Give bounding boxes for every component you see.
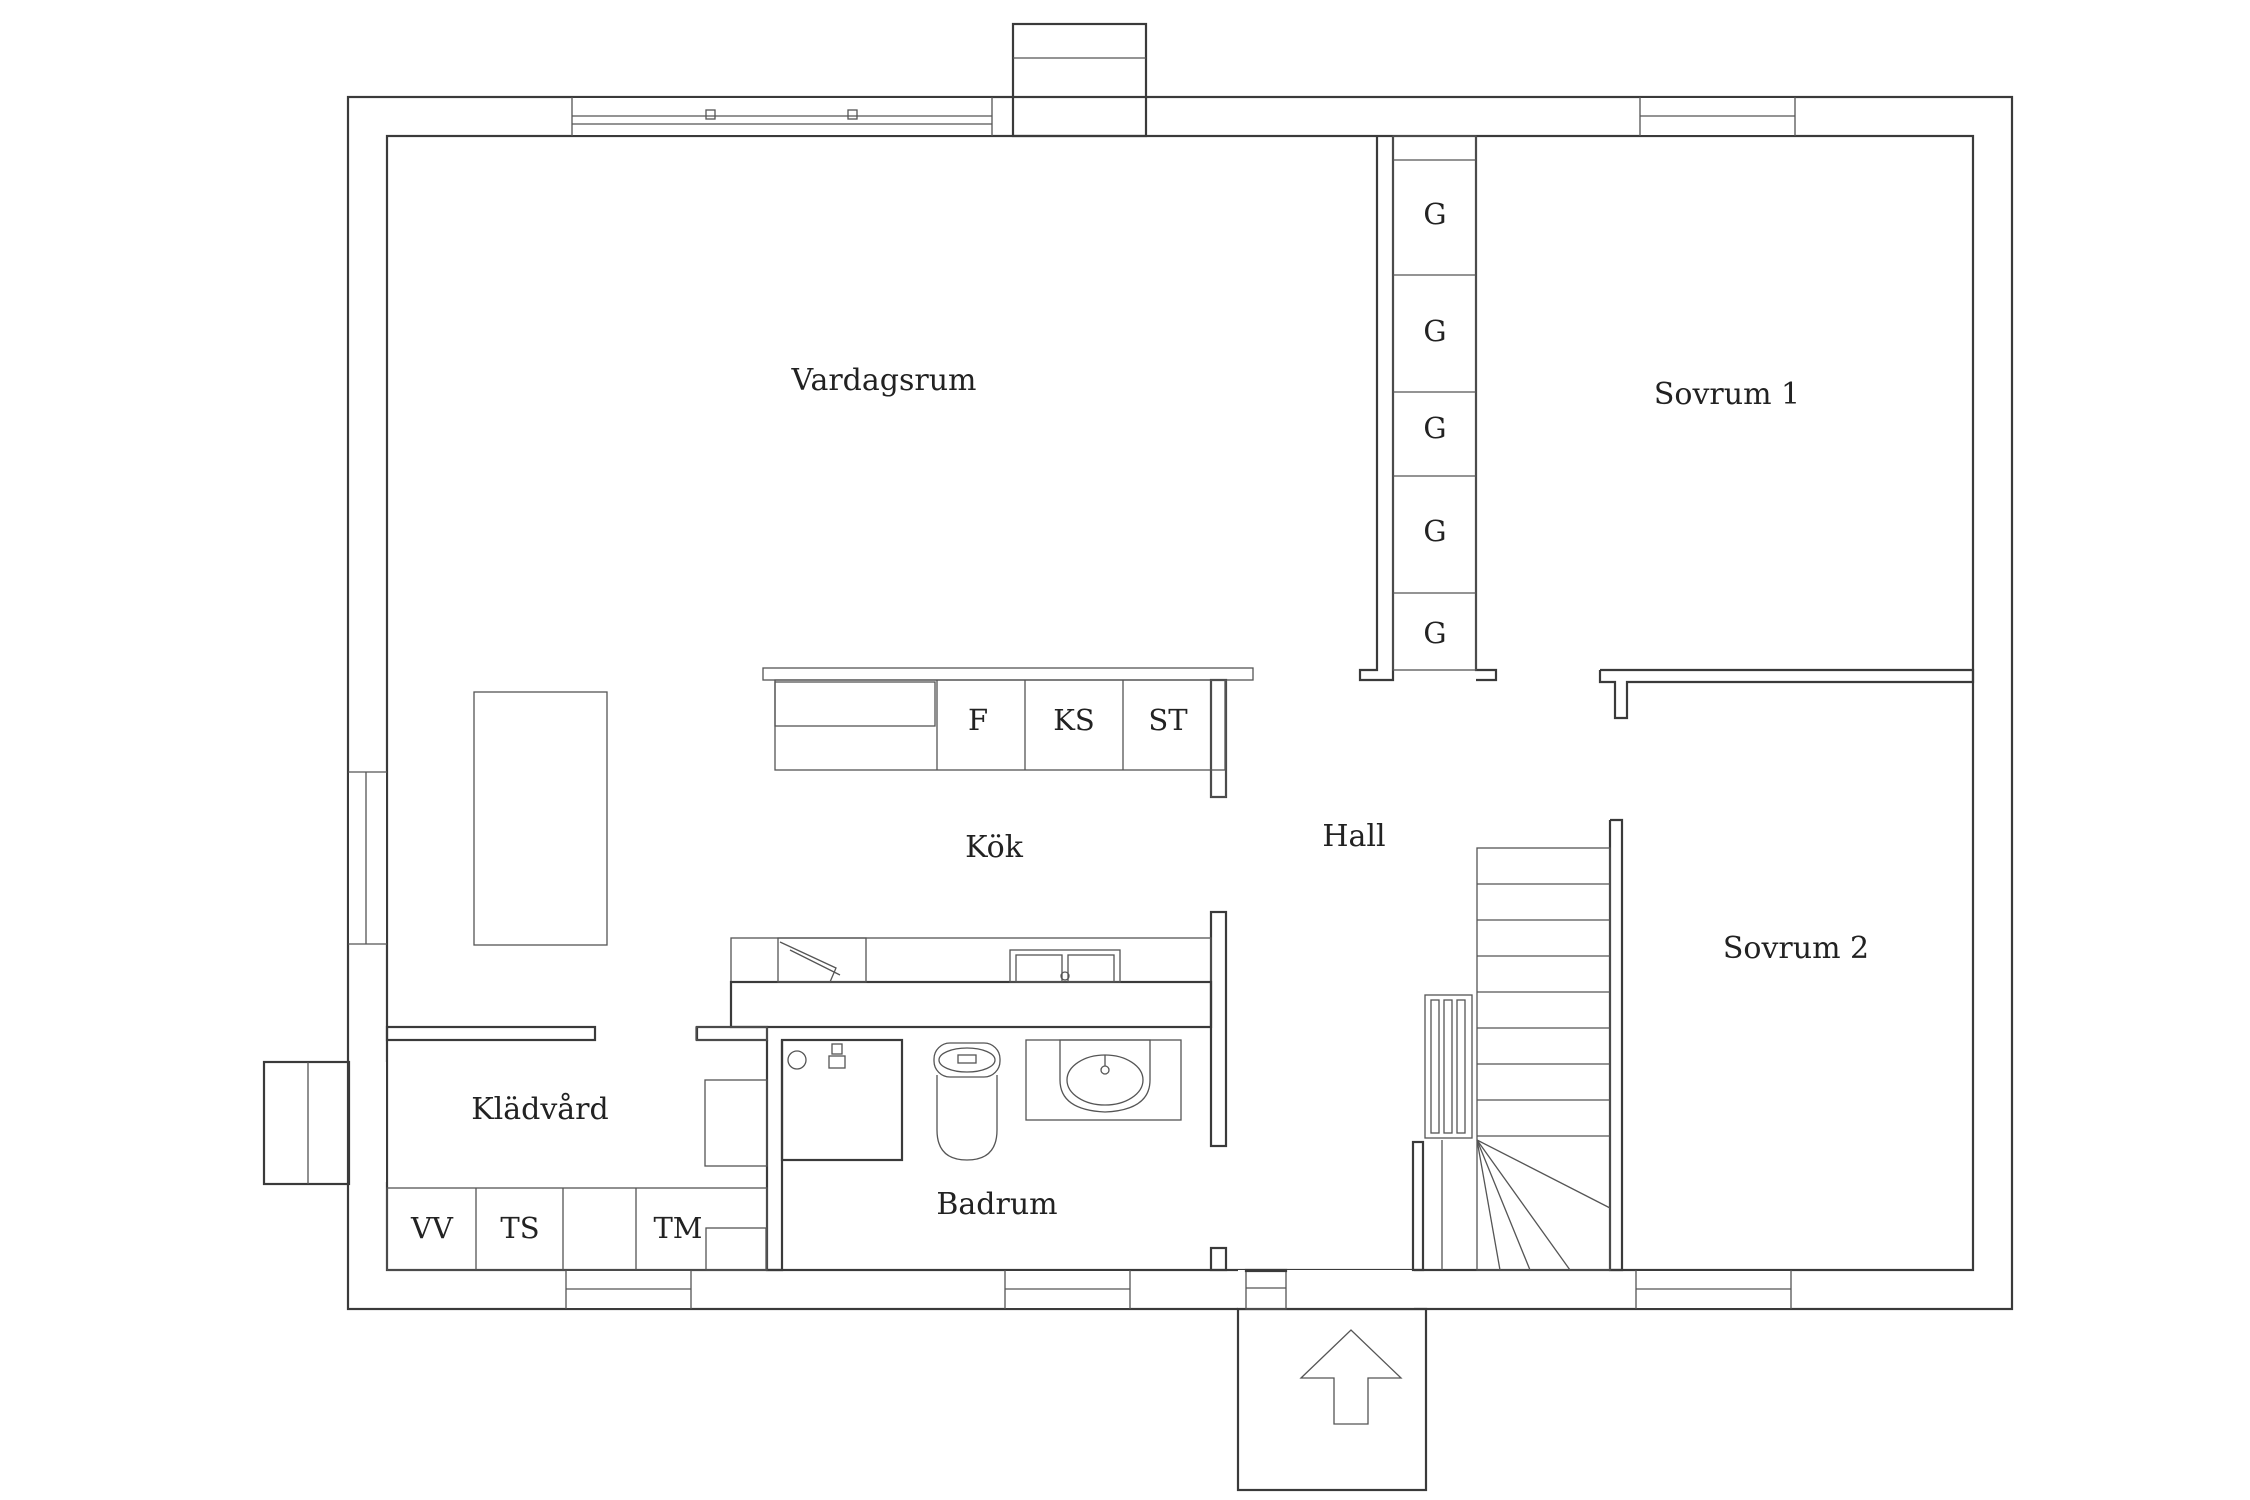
washbasin-icon (1025, 1039, 1182, 1121)
room-label-kok: Kök (965, 830, 1024, 865)
wardrobe-label-4: G (1423, 514, 1446, 548)
toilet-icon (933, 1042, 1001, 1161)
wardrobe-label-3: G (1423, 411, 1446, 445)
wardrobe-label-1: G (1423, 197, 1446, 231)
room-label-sovrum2: Sovrum 2 (1723, 931, 1869, 966)
laundry-counter (386, 1079, 768, 1271)
fridge-freezer-label: KS (1053, 703, 1095, 737)
west-annex (262, 1060, 386, 1186)
entrance-arrow-icon (1299, 1329, 1403, 1425)
window-sovrum2 (1635, 1270, 1792, 1309)
window-west (348, 771, 387, 945)
chimney (1011, 22, 1148, 138)
stair-icon (1441, 847, 1611, 1271)
room-label-badrum: Badrum (936, 1187, 1057, 1222)
room-label-sovrum1: Sovrum 1 (1654, 377, 1800, 412)
wardrobe-column (1392, 135, 1477, 671)
wardrobe-label-2: G (1423, 314, 1446, 348)
window-badrum (1004, 1270, 1131, 1309)
fridge-label: F (968, 703, 988, 737)
window-kladvard (565, 1270, 692, 1309)
washer-label: TM (653, 1211, 702, 1245)
entrance-door (1236, 1269, 1428, 1492)
window-sovrum1 (1639, 97, 1796, 136)
water-heater-label: VV (410, 1211, 454, 1245)
dining-table (473, 691, 608, 946)
room-label-vardagsrum: Vardagsrum (791, 363, 977, 398)
outer-walls (346, 95, 2014, 1311)
kitchen-counter-north (762, 667, 1254, 798)
sink-icon (1009, 949, 1121, 983)
kitchen-counter-south (695, 937, 1213, 1041)
wardrobe-label-5: G (1423, 616, 1446, 650)
room-label-kladvard: Klädvård (471, 1092, 608, 1127)
stove-label: ST (1148, 703, 1188, 737)
radiator-icon (1424, 994, 1473, 1139)
window-vardagsrum (571, 97, 993, 136)
room-label-hall: Hall (1322, 819, 1385, 854)
shower (780, 1038, 904, 1162)
dryer-label: TS (500, 1211, 539, 1245)
